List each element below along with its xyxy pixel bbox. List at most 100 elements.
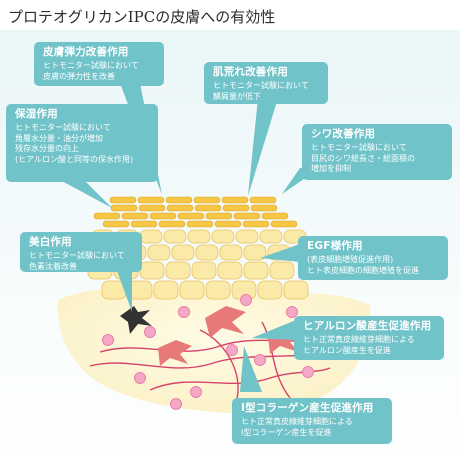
corneocyte	[214, 220, 242, 228]
corneocyte	[102, 220, 130, 228]
epidermal-cell	[269, 261, 295, 280]
callout-line: ヒト正常真皮線維芽細胞による	[303, 335, 415, 344]
epidermal-cell	[165, 261, 191, 280]
hyaluronic-dot	[240, 294, 252, 306]
corneocyte	[242, 220, 270, 228]
callout-title: EGF様作用	[307, 240, 363, 252]
callout-line: ヒトモニター試験において	[15, 123, 111, 132]
callout-line: ヒトモニター試験において	[213, 81, 309, 90]
fiber	[261, 321, 291, 399]
epidermal-cell	[171, 244, 195, 261]
connector-egf	[260, 244, 300, 262]
corneocyte	[177, 212, 205, 220]
callout-moisture: 保湿作用 ヒトモニター試験において 角層水分量・油分が増加 残存水分量の向上 (…	[6, 104, 158, 182]
callout-wrinkle: シワ改善作用 ヒトモニター試験において 目尻のシワ総長さ・総面積の 増加を抑制	[302, 124, 452, 180]
epidermal-cell	[163, 229, 187, 244]
corneocyte	[222, 204, 250, 212]
corneocyte	[261, 212, 289, 220]
callout-title: 保湿作用	[15, 108, 58, 120]
hyaluronic-dot	[254, 354, 266, 366]
fibroblasts	[158, 306, 300, 366]
hyaluronic-dot	[144, 326, 156, 338]
callout-collagen: Ⅰ型コラーゲン産生促進作用 ヒト正常真皮線維芽細胞による I型コラーゲン産生を促…	[232, 398, 392, 444]
hyaluronic-dot	[302, 366, 314, 378]
callout-line: ヒトモニター試験において	[29, 251, 125, 260]
corneocyte	[130, 220, 158, 228]
callout-elasticity: 皮膚弾力改善作用 ヒトモニター試験において 皮膚の弾力性を改善	[34, 42, 164, 86]
callout-title: シワ改善作用	[311, 128, 376, 140]
corneocyte	[194, 204, 222, 212]
callout-line: 皮膚の弾力性を改善	[43, 71, 115, 81]
hyaluronic-dot	[190, 386, 202, 398]
epidermal-cell	[195, 244, 219, 261]
melanocyte	[120, 306, 152, 334]
epidermal-cell	[191, 261, 217, 280]
epidermal-cell	[243, 261, 269, 280]
epidermal-cell	[259, 229, 283, 244]
callout-line: 色素沈着改善	[29, 261, 77, 271]
callout-line: 増加を抑制	[311, 164, 351, 173]
fibroblast	[205, 306, 246, 338]
corneocyte	[270, 220, 298, 228]
connector-collagen	[240, 346, 262, 392]
connector-whitening	[116, 268, 132, 312]
epidermal-cell	[257, 280, 283, 300]
corneocyte	[149, 212, 177, 220]
callout-title: 皮膚弾力改善作用	[43, 46, 129, 58]
callout-line: ヒアルロン酸産生を促進	[303, 345, 391, 355]
epidermal-cell	[219, 244, 243, 261]
callout-title: Ⅰ型コラーゲン産生促進作用	[241, 402, 374, 414]
page-title: プロテオグリカンIPCの皮膚への有効性	[8, 8, 276, 26]
epidermal-cell	[139, 229, 163, 244]
fiber	[199, 329, 239, 406]
dermal-fibers	[89, 321, 341, 406]
epidermal-cell	[243, 244, 267, 261]
epidermal-cell	[153, 280, 179, 300]
stratum-corneum-layer	[93, 196, 298, 228]
corneocyte	[93, 212, 121, 220]
corneocyte	[186, 220, 214, 228]
corneocyte	[166, 204, 194, 212]
callout-whitening: 美白作用 ヒトモニター試験において 色素沈着改善	[20, 232, 142, 272]
corneocyte	[233, 212, 261, 220]
epidermal-cell	[205, 280, 231, 300]
fibroblast	[158, 340, 192, 366]
epidermal-cell	[211, 229, 235, 244]
callout-line: (表皮細胞増殖促進作用)	[307, 255, 394, 264]
fiber	[99, 337, 331, 353]
connector-hyaluronic	[252, 320, 296, 340]
epidermal-cell	[283, 280, 309, 300]
corneocyte	[121, 212, 149, 220]
epidermal-cell	[217, 261, 243, 280]
corneocyte	[249, 196, 277, 204]
corneocyte	[158, 220, 186, 228]
callout-line: ヒト正常真皮線維芽細胞による	[241, 417, 353, 426]
callout-line: (ヒアルロン酸と同等の保水作用)	[15, 154, 134, 164]
hyaluronic-dot	[178, 306, 190, 318]
callout-roughness: 肌荒れ改善作用 ヒトモニター試験において 鱗屑量が低下	[204, 62, 328, 104]
callout-line: 残存水分量の向上	[15, 144, 79, 153]
corneocyte	[250, 204, 278, 212]
callout-title: ヒアルロン酸産生促進作用	[303, 320, 432, 332]
callout-hyaluronic: ヒアルロン酸産生促進作用 ヒト正常真皮線維芽細胞による ヒアルロン酸産生を促進	[294, 316, 444, 360]
corneocyte	[221, 196, 249, 204]
connector-roughness	[248, 98, 278, 196]
fiber	[89, 351, 341, 369]
callout-egf: EGF様作用 (表皮細胞増殖促進作用) ヒト表皮細胞の細胞増殖を促進	[298, 236, 448, 280]
callout-line: ヒトモニター試験において	[311, 143, 407, 152]
corneocyte	[137, 196, 165, 204]
epidermal-cell	[139, 261, 165, 280]
callout-line: 目尻のシワ総長さ・総面積の	[311, 153, 415, 163]
callout-line: ヒトモニター試験において	[43, 61, 139, 70]
epidermal-cell	[147, 244, 171, 261]
hyaluronic-dot	[134, 372, 146, 384]
hyaluronic-dot	[286, 306, 298, 318]
hyaluronic-dot	[170, 398, 182, 410]
epidermal-cell	[235, 229, 259, 244]
hyaluronic-acid-dots	[102, 294, 324, 410]
connector-moisture	[60, 180, 112, 208]
corneocyte	[205, 212, 233, 220]
hyaluronic-dot	[102, 334, 114, 346]
epidermal-cell	[179, 280, 205, 300]
corneocyte	[110, 204, 138, 212]
